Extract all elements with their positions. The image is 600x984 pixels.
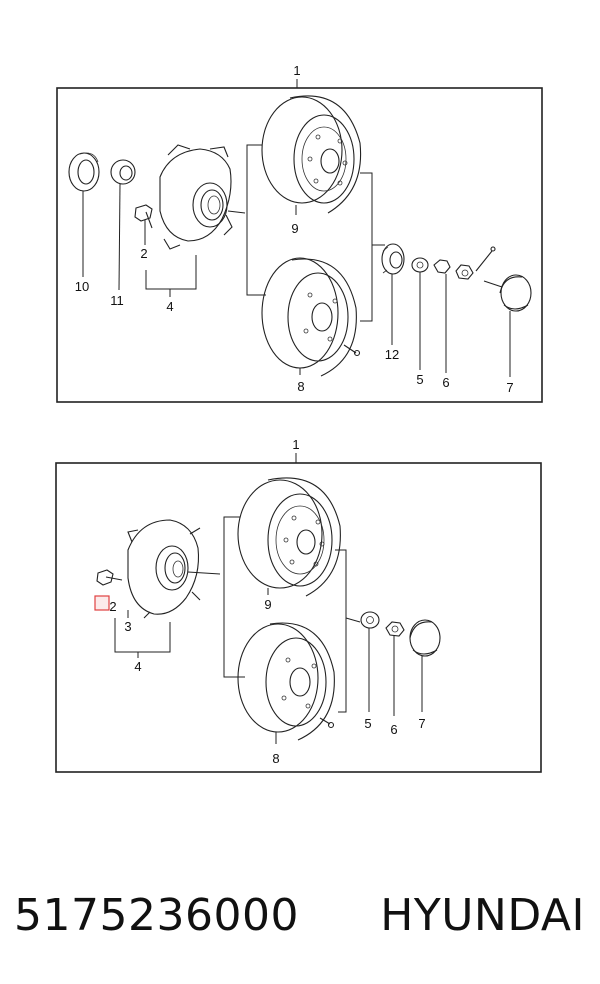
inner-bearing: 12 xyxy=(381,243,405,362)
brake-disc: 8 xyxy=(237,622,335,766)
lock-nut: 6 xyxy=(433,246,496,390)
lock-nut: 6 xyxy=(385,621,405,737)
outer-bearing: 11 xyxy=(110,159,136,308)
callout-9: 9 xyxy=(264,597,271,612)
brake-disc: 8 xyxy=(261,257,361,394)
hub-cap: 7 xyxy=(409,619,441,731)
nut-bracket-right xyxy=(335,549,347,713)
caption: 5175236000 HYUNDAI xyxy=(0,880,600,950)
callout-7: 7 xyxy=(418,716,425,731)
washer: 5 xyxy=(360,611,380,731)
hub-bracket-left xyxy=(223,516,245,678)
brake-drum: 9 xyxy=(261,95,362,236)
callout-2: 2 xyxy=(140,246,147,261)
callout-7: 7 xyxy=(506,380,513,395)
callout-8: 8 xyxy=(272,751,279,766)
brake-drum: 9 xyxy=(237,477,341,612)
hub-bearing: 3 xyxy=(124,610,132,634)
bracket-connector xyxy=(345,617,361,623)
callout-4: 4 xyxy=(166,299,173,314)
callout-6: 6 xyxy=(390,722,397,737)
diagram-frame xyxy=(56,87,543,403)
brand-name: HYUNDAI xyxy=(380,889,585,941)
highlight-box xyxy=(94,595,110,611)
nut-bracket-right xyxy=(360,172,373,322)
assembly-label: 1 xyxy=(293,63,300,78)
wheel-hub: 4 xyxy=(145,144,246,314)
bearing-seal: 10 xyxy=(68,152,100,294)
callout-3: 3 xyxy=(124,619,131,634)
washer: 5 xyxy=(411,257,429,387)
callout-9: 9 xyxy=(291,221,298,236)
callout-11: 11 xyxy=(110,293,124,308)
callout-6: 6 xyxy=(442,375,449,390)
hub-cap: 7 xyxy=(483,274,532,395)
callout-2: 2 xyxy=(109,599,116,614)
callout-12: 12 xyxy=(385,347,399,362)
callout-5: 5 xyxy=(364,716,371,731)
bottom-exploded-diagram: 1 2 3 4 9 xyxy=(0,432,600,777)
callout-8: 8 xyxy=(297,379,304,394)
top-exploded-diagram: 1 10 11 2 4 xyxy=(0,55,600,410)
hub-bracket-left xyxy=(246,144,266,296)
wheel-hub: 4 xyxy=(114,519,221,674)
hub-bolt: 2 xyxy=(134,204,153,261)
callout-4: 4 xyxy=(134,659,141,674)
assembly-label: 1 xyxy=(292,437,299,452)
callout-10: 10 xyxy=(75,279,89,294)
hub-bolt: 2 xyxy=(94,569,123,614)
diagram-frame xyxy=(55,462,542,773)
part-number: 5175236000 xyxy=(14,889,299,941)
callout-5: 5 xyxy=(416,372,423,387)
